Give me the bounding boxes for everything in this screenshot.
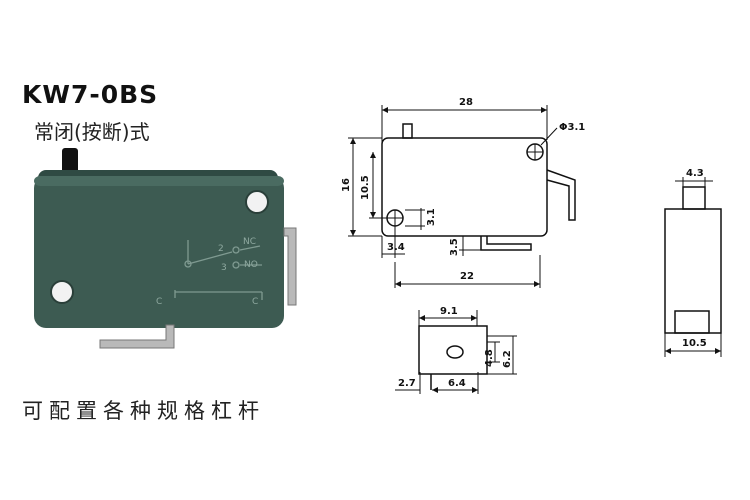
dim-tab-hole: 4.8: [484, 349, 495, 367]
dim-tab-width: 9.1: [440, 306, 458, 317]
dim-hole-offset-v: 3.1: [426, 208, 437, 226]
footer-note: 可配置各种规格杠杆: [22, 399, 265, 423]
side-dimension-drawing: 28 Φ3.1 16 10.5 3.1 3.4 3.5 22 9.1: [341, 97, 585, 390]
dim-overall-length: 28: [459, 97, 473, 108]
pin-label-nc: NC: [243, 237, 256, 247]
dim-plunger-width: 4.3: [686, 168, 704, 179]
pin-label-no: NO: [244, 260, 258, 270]
dim-body-width: 10.5: [682, 338, 707, 349]
model-subtitle: 常闭(按断)式: [34, 120, 150, 144]
switch-body: [34, 176, 284, 328]
dim-height: 16: [341, 178, 352, 192]
end-view-drawing: 4.3 10.5: [664, 168, 722, 357]
dim-tab-offset: 2.7: [398, 378, 416, 389]
dim-terminal-height: 3.5: [449, 238, 460, 256]
pin-number-2: 2: [218, 244, 224, 254]
switch-photo: NC NO 2 3 C C: [34, 148, 297, 349]
model-title: KW7-0BS: [22, 80, 159, 109]
tab-offset-dims: 2.7 6.4: [395, 372, 479, 394]
terminal-bottom: [99, 324, 175, 349]
dim-inner-height: 10.5: [360, 175, 371, 200]
pin-number-3: 3: [221, 263, 227, 273]
mounting-hole-top: [245, 190, 269, 214]
pin-label-c-left: C: [156, 297, 162, 307]
terminal-right: [283, 227, 297, 306]
mounting-hole-bottom: [50, 280, 74, 304]
dim-hole-diameter: Φ3.1: [559, 122, 585, 133]
dim-tab-length: 6.4: [448, 378, 466, 389]
dim-terminal-spacing: 22: [460, 271, 474, 282]
dim-tab-height: 6.2: [502, 350, 513, 368]
dim-hole-offset-h: 3.4: [387, 242, 405, 253]
pin-label-c-right: C: [252, 297, 258, 307]
